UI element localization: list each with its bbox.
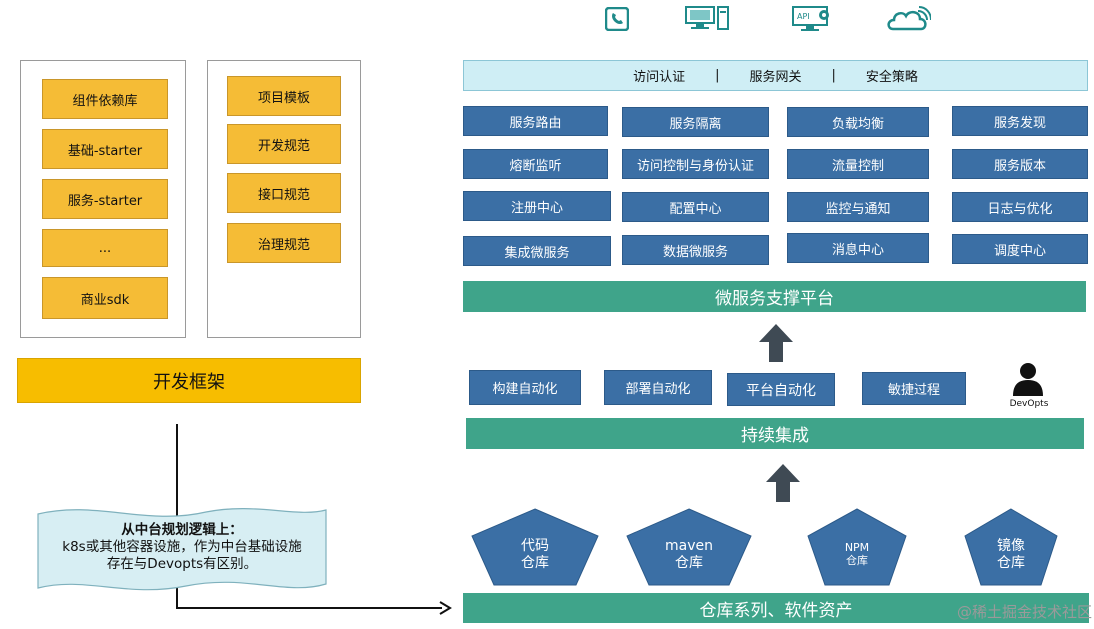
repo-npm: NPM 仓库	[806, 508, 908, 586]
repo-maven: maven 仓库	[625, 508, 753, 586]
gateway-separator: |	[831, 68, 836, 83]
gateway-item-access-auth: 访问认证	[633, 70, 686, 85]
component-item-base-starter: 基础-starter	[42, 129, 168, 169]
automation-box-platform: 平台自动化	[727, 373, 835, 406]
service-box-circuit-breaker: 熔断监听	[463, 149, 608, 179]
svg-text:API: API	[797, 12, 810, 21]
automation-box-deploy: 部署自动化	[604, 370, 712, 405]
spec-item-dev-spec: 开发规范	[227, 124, 341, 164]
microservice-platform-bar: 微服务支撑平台	[463, 281, 1086, 312]
repo-code: 代码 仓库	[470, 508, 600, 586]
repo-code-line2: 仓库	[521, 555, 549, 571]
service-box-load-balance: 负载均衡	[787, 107, 929, 137]
service-box-scheduling: 调度中心	[952, 234, 1088, 264]
service-box-traffic-control: 流量控制	[787, 149, 929, 179]
repo-npm-line1: NPM	[844, 541, 870, 554]
continuous-integration-bar: 持续集成	[466, 418, 1084, 449]
repo-maven-line2: 仓库	[675, 555, 703, 571]
connector-horizontal	[176, 607, 442, 609]
cloud-icon	[885, 5, 931, 33]
watermark: @稀土掘金技术社区	[956, 603, 1092, 621]
service-box-config: 配置中心	[622, 192, 769, 222]
service-box-logging: 日志与优化	[952, 192, 1088, 222]
gateway-bar: 访问认证 | 服务网关 | 安全策略	[463, 60, 1088, 91]
note-banner-shape	[37, 507, 327, 591]
component-item-ellipsis: ...	[42, 229, 168, 267]
dev-framework-bar: 开发框架	[17, 358, 361, 403]
note-title: 从中台规划逻辑上：	[121, 522, 243, 538]
repo-image: 镜像 仓库	[963, 508, 1059, 586]
arrow-up-icon	[766, 464, 800, 502]
gateway-separator: |	[715, 68, 720, 83]
service-box-integration: 集成微服务	[463, 236, 611, 266]
note-line-2: 存在与Devopts有区别。	[106, 556, 258, 572]
repo-image-line2: 仓库	[997, 555, 1025, 571]
repo-maven-line1: maven	[665, 538, 713, 554]
service-box-monitoring: 监控与通知	[787, 192, 929, 222]
gateway-item-service-gateway: 服务网关	[749, 70, 802, 85]
automation-box-agile: 敏捷过程	[862, 372, 966, 405]
note-text: 从中台规划逻辑上： k8s或其他容器设施，作为中台基础设施 存在与Devopts…	[40, 522, 324, 573]
service-box-access-control: 访问控制与身份认证	[622, 149, 769, 179]
service-box-data: 数据微服务	[622, 235, 769, 265]
arrow-up-icon	[759, 324, 793, 362]
automation-box-build: 构建自动化	[469, 370, 581, 405]
repo-image-line1: 镜像	[997, 538, 1025, 554]
service-box-discovery: 服务发现	[952, 106, 1088, 136]
service-box-version: 服务版本	[952, 149, 1088, 179]
service-box-registry: 注册中心	[463, 191, 611, 221]
service-box-isolation: 服务隔离	[622, 107, 769, 137]
service-box-messaging: 消息中心	[787, 233, 929, 263]
service-box-routing: 服务路由	[463, 106, 608, 136]
spec-item-project-template: 项目模板	[227, 76, 341, 116]
repo-npm-line2: 仓库	[846, 554, 868, 567]
repository-assets-bar: 仓库系列、软件资产	[463, 593, 1089, 623]
component-item-service-starter: 服务-starter	[42, 179, 168, 219]
spec-item-governance-spec: 治理规范	[227, 223, 341, 263]
phone-icon	[604, 6, 630, 32]
spec-item-api-spec: 接口规范	[227, 173, 341, 213]
repo-code-line1: 代码	[521, 538, 549, 554]
component-item-commercial-sdk: 商业sdk	[42, 277, 168, 319]
api-monitor-icon: API	[790, 5, 836, 33]
computer-icon	[684, 5, 732, 33]
connector-arrowhead	[439, 601, 452, 615]
component-item-dependency-lib: 组件依赖库	[42, 79, 168, 119]
gateway-item-security-policy: 安全策略	[865, 70, 918, 85]
person-icon	[1013, 363, 1043, 396]
note-line-1: k8s或其他容器设施，作为中台基础设施	[62, 539, 302, 555]
devopts-label: DevOpts	[1009, 399, 1049, 409]
